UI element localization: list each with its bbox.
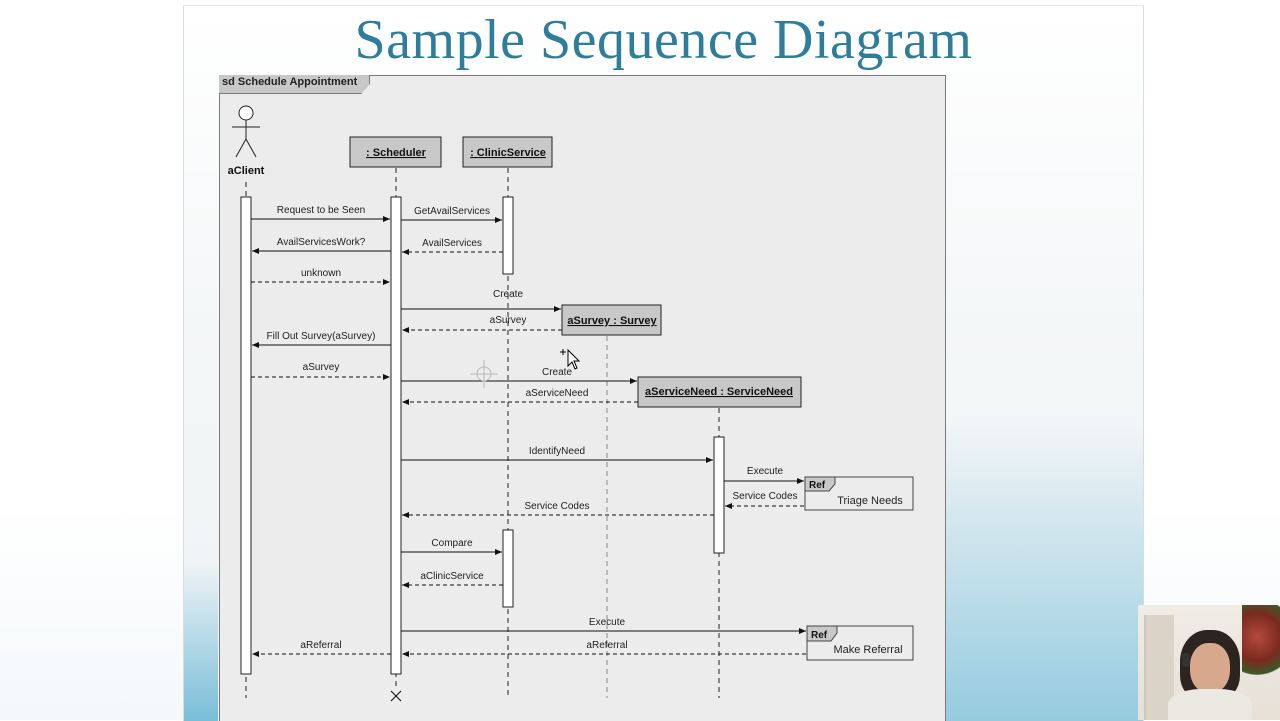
activation-service-need <box>713 436 725 554</box>
msg-label: Service Codes <box>732 491 797 502</box>
msg-label: Compare <box>431 538 473 549</box>
msg-label: aClinicService <box>420 571 484 582</box>
destroy-x-icon <box>390 690 402 702</box>
webcam-presenter-body <box>1168 689 1252 720</box>
msg-label: AvailServicesWork? <box>277 237 366 248</box>
msg-label: Service Codes <box>524 501 589 512</box>
slide-title: Sample Sequence Diagram <box>354 9 973 71</box>
frame-label: sd Schedule Appointment <box>219 75 370 94</box>
scheduler-label: : Scheduler <box>366 147 427 159</box>
msg-label: aReferral <box>300 640 341 651</box>
clinic-service-label: : ClinicService <box>470 147 546 159</box>
msg-label: unknown <box>301 268 341 279</box>
msg-label: GetAvailServices <box>414 206 490 217</box>
service-need-label: aServiceNeed : ServiceNeed <box>645 386 793 398</box>
scheduler-box <box>349 136 442 168</box>
activation-aclient <box>240 196 252 675</box>
slide-left-accent <box>184 561 218 721</box>
msg-label: Execute <box>589 617 626 628</box>
survey-label: aSurvey : Survey <box>567 315 657 327</box>
webcam-plant <box>1242 605 1280 685</box>
msg-label: Create <box>493 289 523 300</box>
msg-label: aReferral <box>586 640 627 651</box>
msg-label: IdentifyNeed <box>529 446 585 457</box>
slide-right-accent <box>943 421 1143 721</box>
service-need-box <box>637 376 802 408</box>
msg-label: Create <box>542 367 572 378</box>
mouse-cursor-icon <box>560 348 581 370</box>
msg-label: aServiceNeed <box>526 388 589 399</box>
clinic-service-box <box>462 136 553 168</box>
msg-label: aSurvey <box>303 362 340 373</box>
webcam-video <box>1138 605 1280 720</box>
survey-box <box>561 304 662 336</box>
msg-label: Fill Out Survey(aSurvey) <box>267 331 376 342</box>
ref-name-label: Triage Needs <box>837 495 903 507</box>
msg-label: Execute <box>747 466 784 477</box>
ref-tag-shape <box>804 476 836 492</box>
activation-clinic-2 <box>502 529 514 608</box>
msg-label: AvailServices <box>422 238 482 249</box>
webcam-headset <box>1182 653 1190 667</box>
ref-tag-label: Ref <box>809 480 826 491</box>
actor-stick-figure-icon <box>232 105 260 158</box>
ref-name-label: Make Referral <box>833 644 902 656</box>
move-crosshair-icon <box>470 360 498 388</box>
ref-tag-shape <box>806 625 838 642</box>
diagram-frame <box>219 75 946 721</box>
webcam-presenter-face <box>1190 643 1230 693</box>
activation-clinic-1 <box>502 196 514 275</box>
actor-label: aClient <box>228 165 265 177</box>
activation-scheduler <box>390 196 402 675</box>
ref-tag-label: Ref <box>811 630 828 641</box>
msg-label: Request to be Seen <box>277 205 365 216</box>
msg-label: aSurvey <box>490 315 527 326</box>
